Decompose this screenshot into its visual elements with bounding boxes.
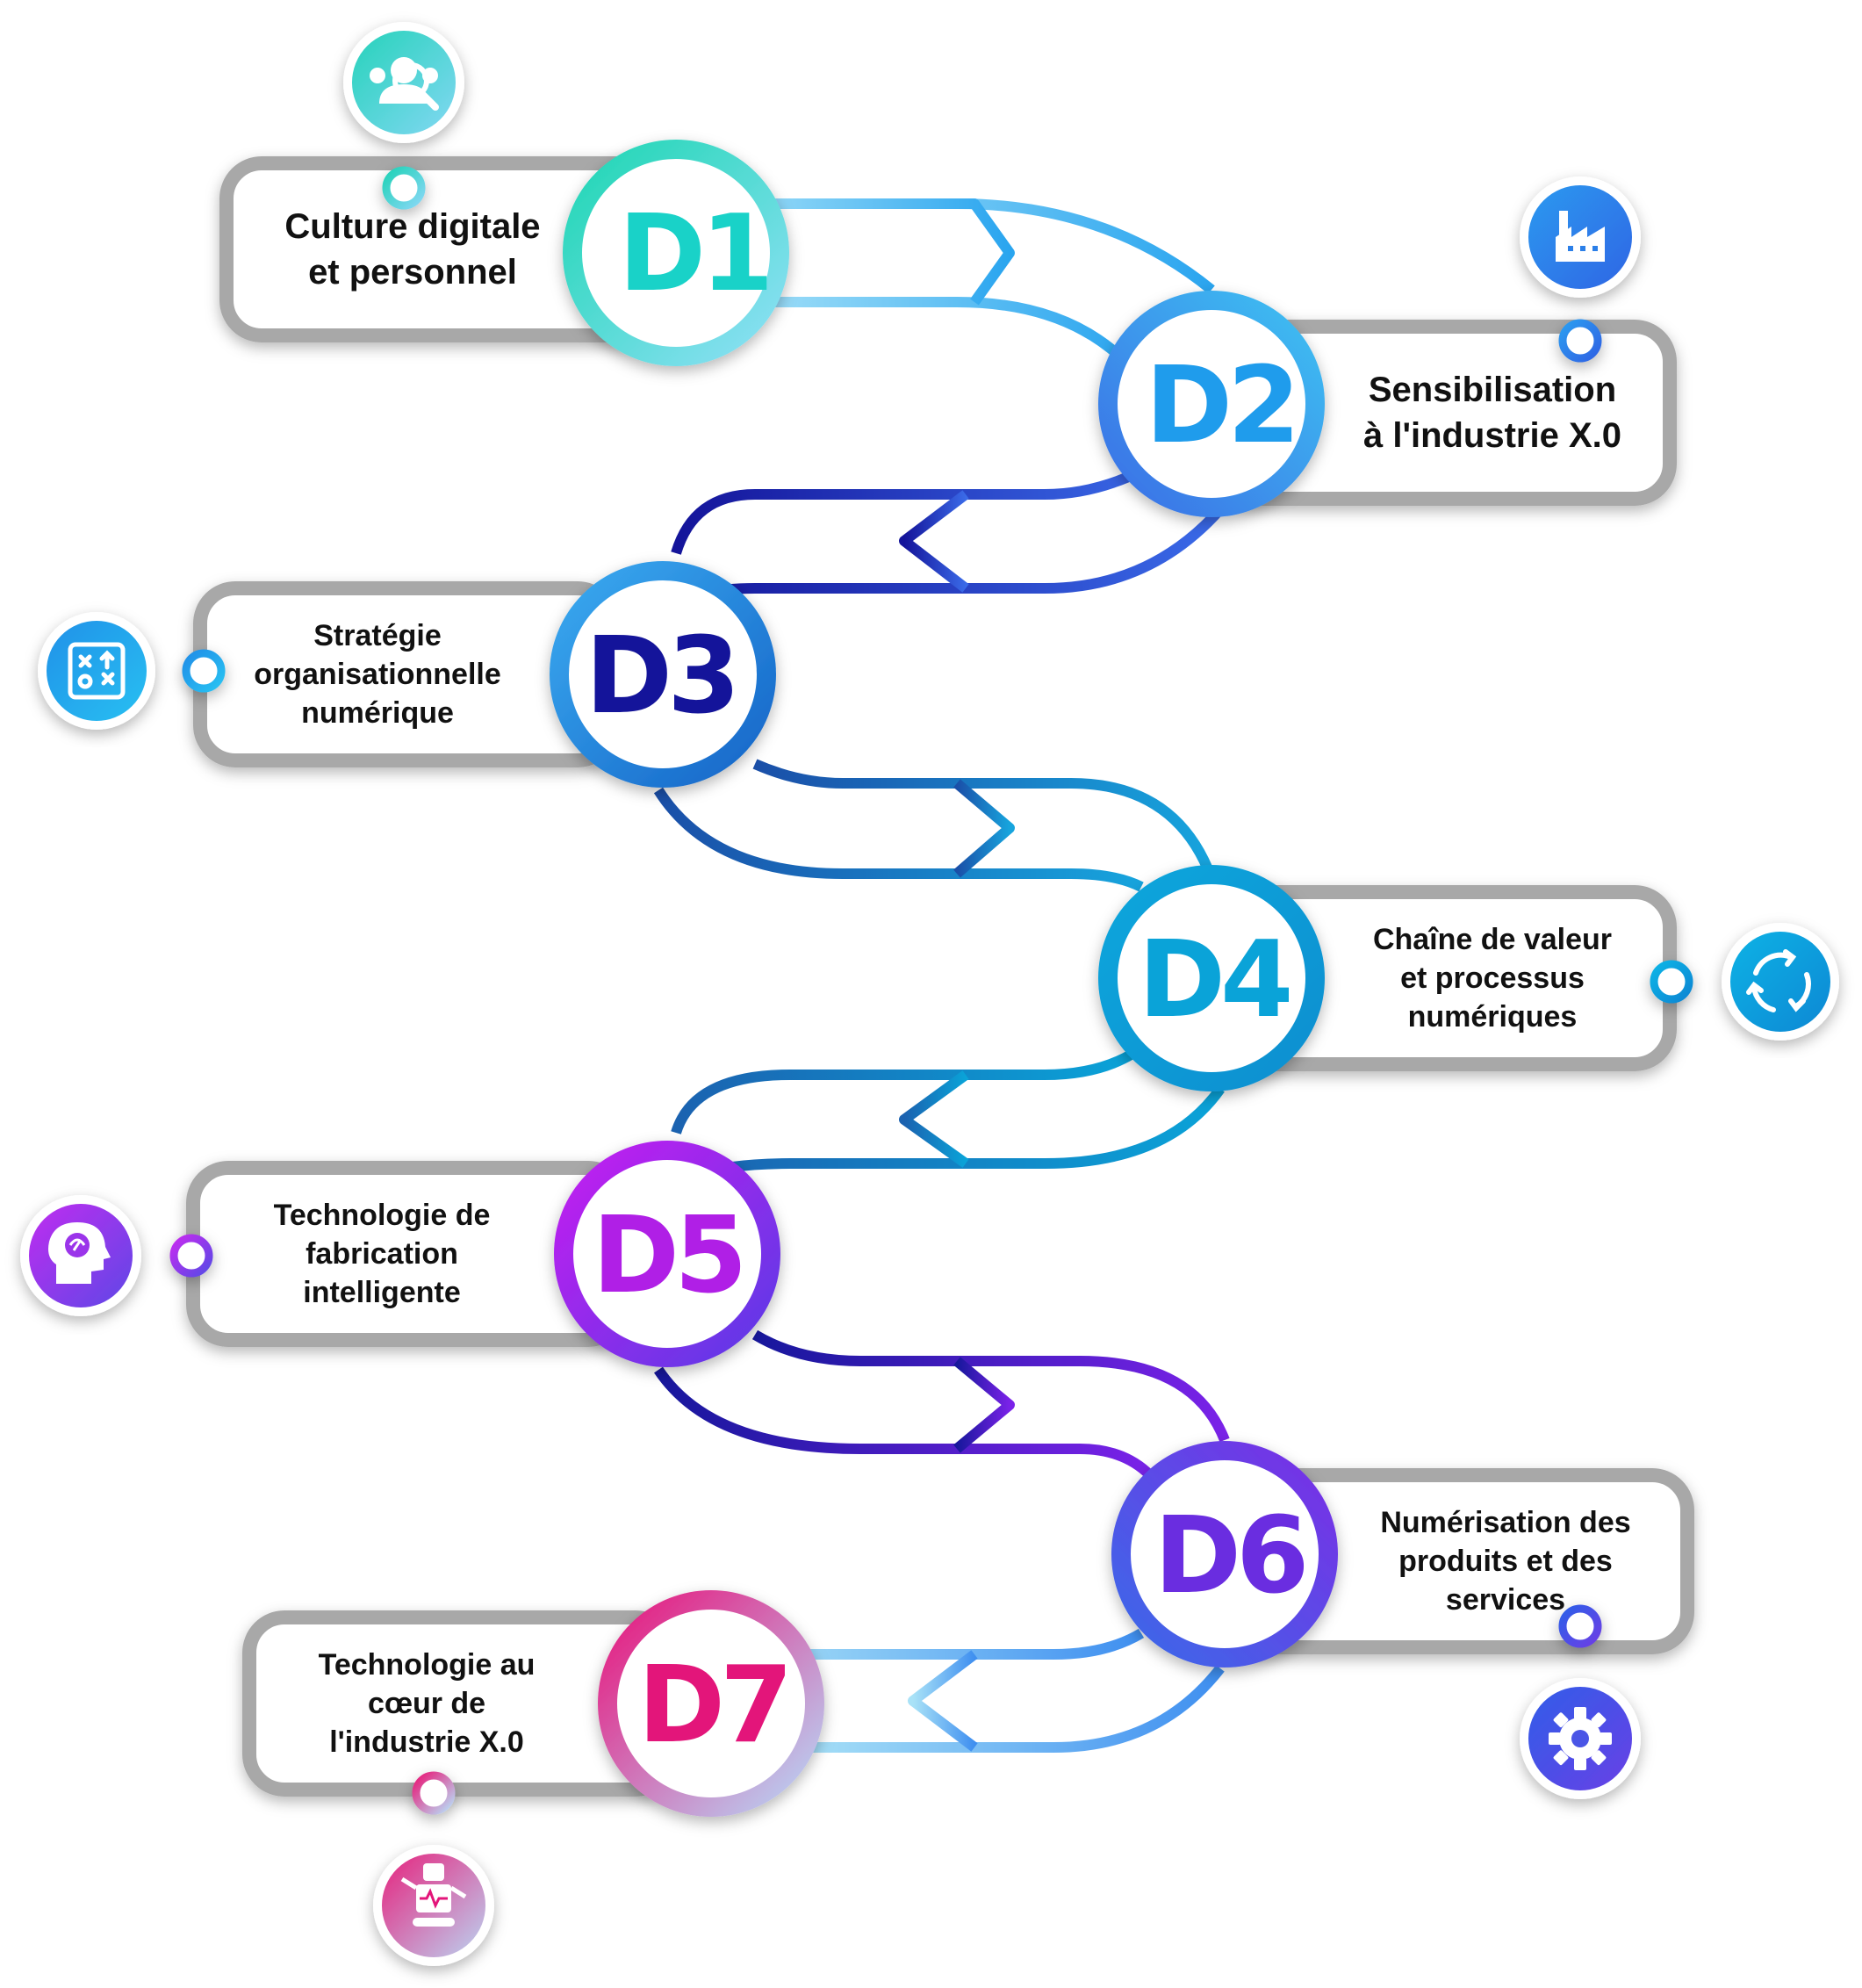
connector-d1-d2 [667,198,1215,294]
stage-label-line: à l'industrie X.0 [1362,416,1622,455]
stage-circle-d3 [550,561,776,788]
connector-d5-d6 [751,1329,1230,1443]
stage-label-line: Sensibilisation [1368,371,1617,409]
stage-label-line: numérique [301,696,454,731]
stage-label-line: fabrication [306,1236,458,1271]
stage-label-line: cœur de [367,1686,486,1720]
stage-label-line: intelligente [303,1276,461,1310]
cycle-arrows-icon [1746,949,1811,1012]
connector-d4-d5 [671,1048,1136,1134]
stage-label-line: produits et des [1398,1544,1613,1578]
connector-d3-d4 [752,759,1217,881]
stage-circle-d1 [563,140,789,366]
stage-label-d2: Sensibilisation à l'industrie X.0 [1326,339,1659,486]
bubble-d3 [38,612,226,730]
stage-circle-d4 [1098,865,1325,1091]
stage-code-d2: D2 [1145,345,1295,467]
stage-label-line: services [1445,1583,1566,1617]
stage-label-line: Stratégie [313,618,442,652]
stage-label-line: Chaîne de valeur [1372,922,1613,956]
stage-label-d6: Numérisation des produits et des service… [1334,1487,1677,1635]
stage-code-d3: D3 [585,616,735,738]
stage-label-d5: Technologie de fabrication intelligente [211,1180,553,1328]
stage-code-d6: D6 [1154,1495,1305,1617]
stage-code-d1: D1 [618,193,768,315]
stage-code-d4: D4 [1138,919,1289,1041]
stage-label-line: Culture digitale [284,207,541,246]
stage-label-d1: Culture digitale et personnel [237,176,588,323]
strategy-board-icon [68,642,126,700]
stage-code-d5: D5 [592,1195,742,1317]
connector-d2-d3 [671,451,1171,555]
stage-label-d3: Stratégie organisationnelle numérique [211,601,544,748]
stage-label-line: Technologie de [273,1198,491,1232]
stage-label-d4: Chaîne de valeur et processus numériques [1326,904,1659,1052]
stage-label-line: numériques [1407,1000,1578,1034]
stage-label-line: organisationnelle [254,657,501,691]
stage-circle-d7 [598,1590,824,1817]
stage-circle-d6 [1111,1441,1338,1667]
stage-label-line: et personnel [308,253,517,292]
stage-label-line: l'industrie X.0 [329,1725,524,1760]
stage-circle-d5 [554,1141,780,1367]
brain-head-icon [48,1222,111,1284]
stage-code-d7: D7 [637,1645,787,1767]
bubble-d4 [1650,923,1839,1041]
gear-icon [1549,1707,1612,1770]
factory-icon [1556,211,1605,262]
stage-label-line: Technologie au [318,1647,536,1682]
stage-label-line: et processus [1400,961,1585,995]
connector-d6-d7 [737,1628,1145,1665]
robot-icon [400,1863,467,1927]
users-search-icon [370,57,439,111]
stage-label-line: Numérisation des [1380,1505,1631,1539]
stage-label-d7: Technologie au cœur de l'industrie X.0 [260,1630,593,1777]
stage-circle-d2 [1098,291,1325,517]
